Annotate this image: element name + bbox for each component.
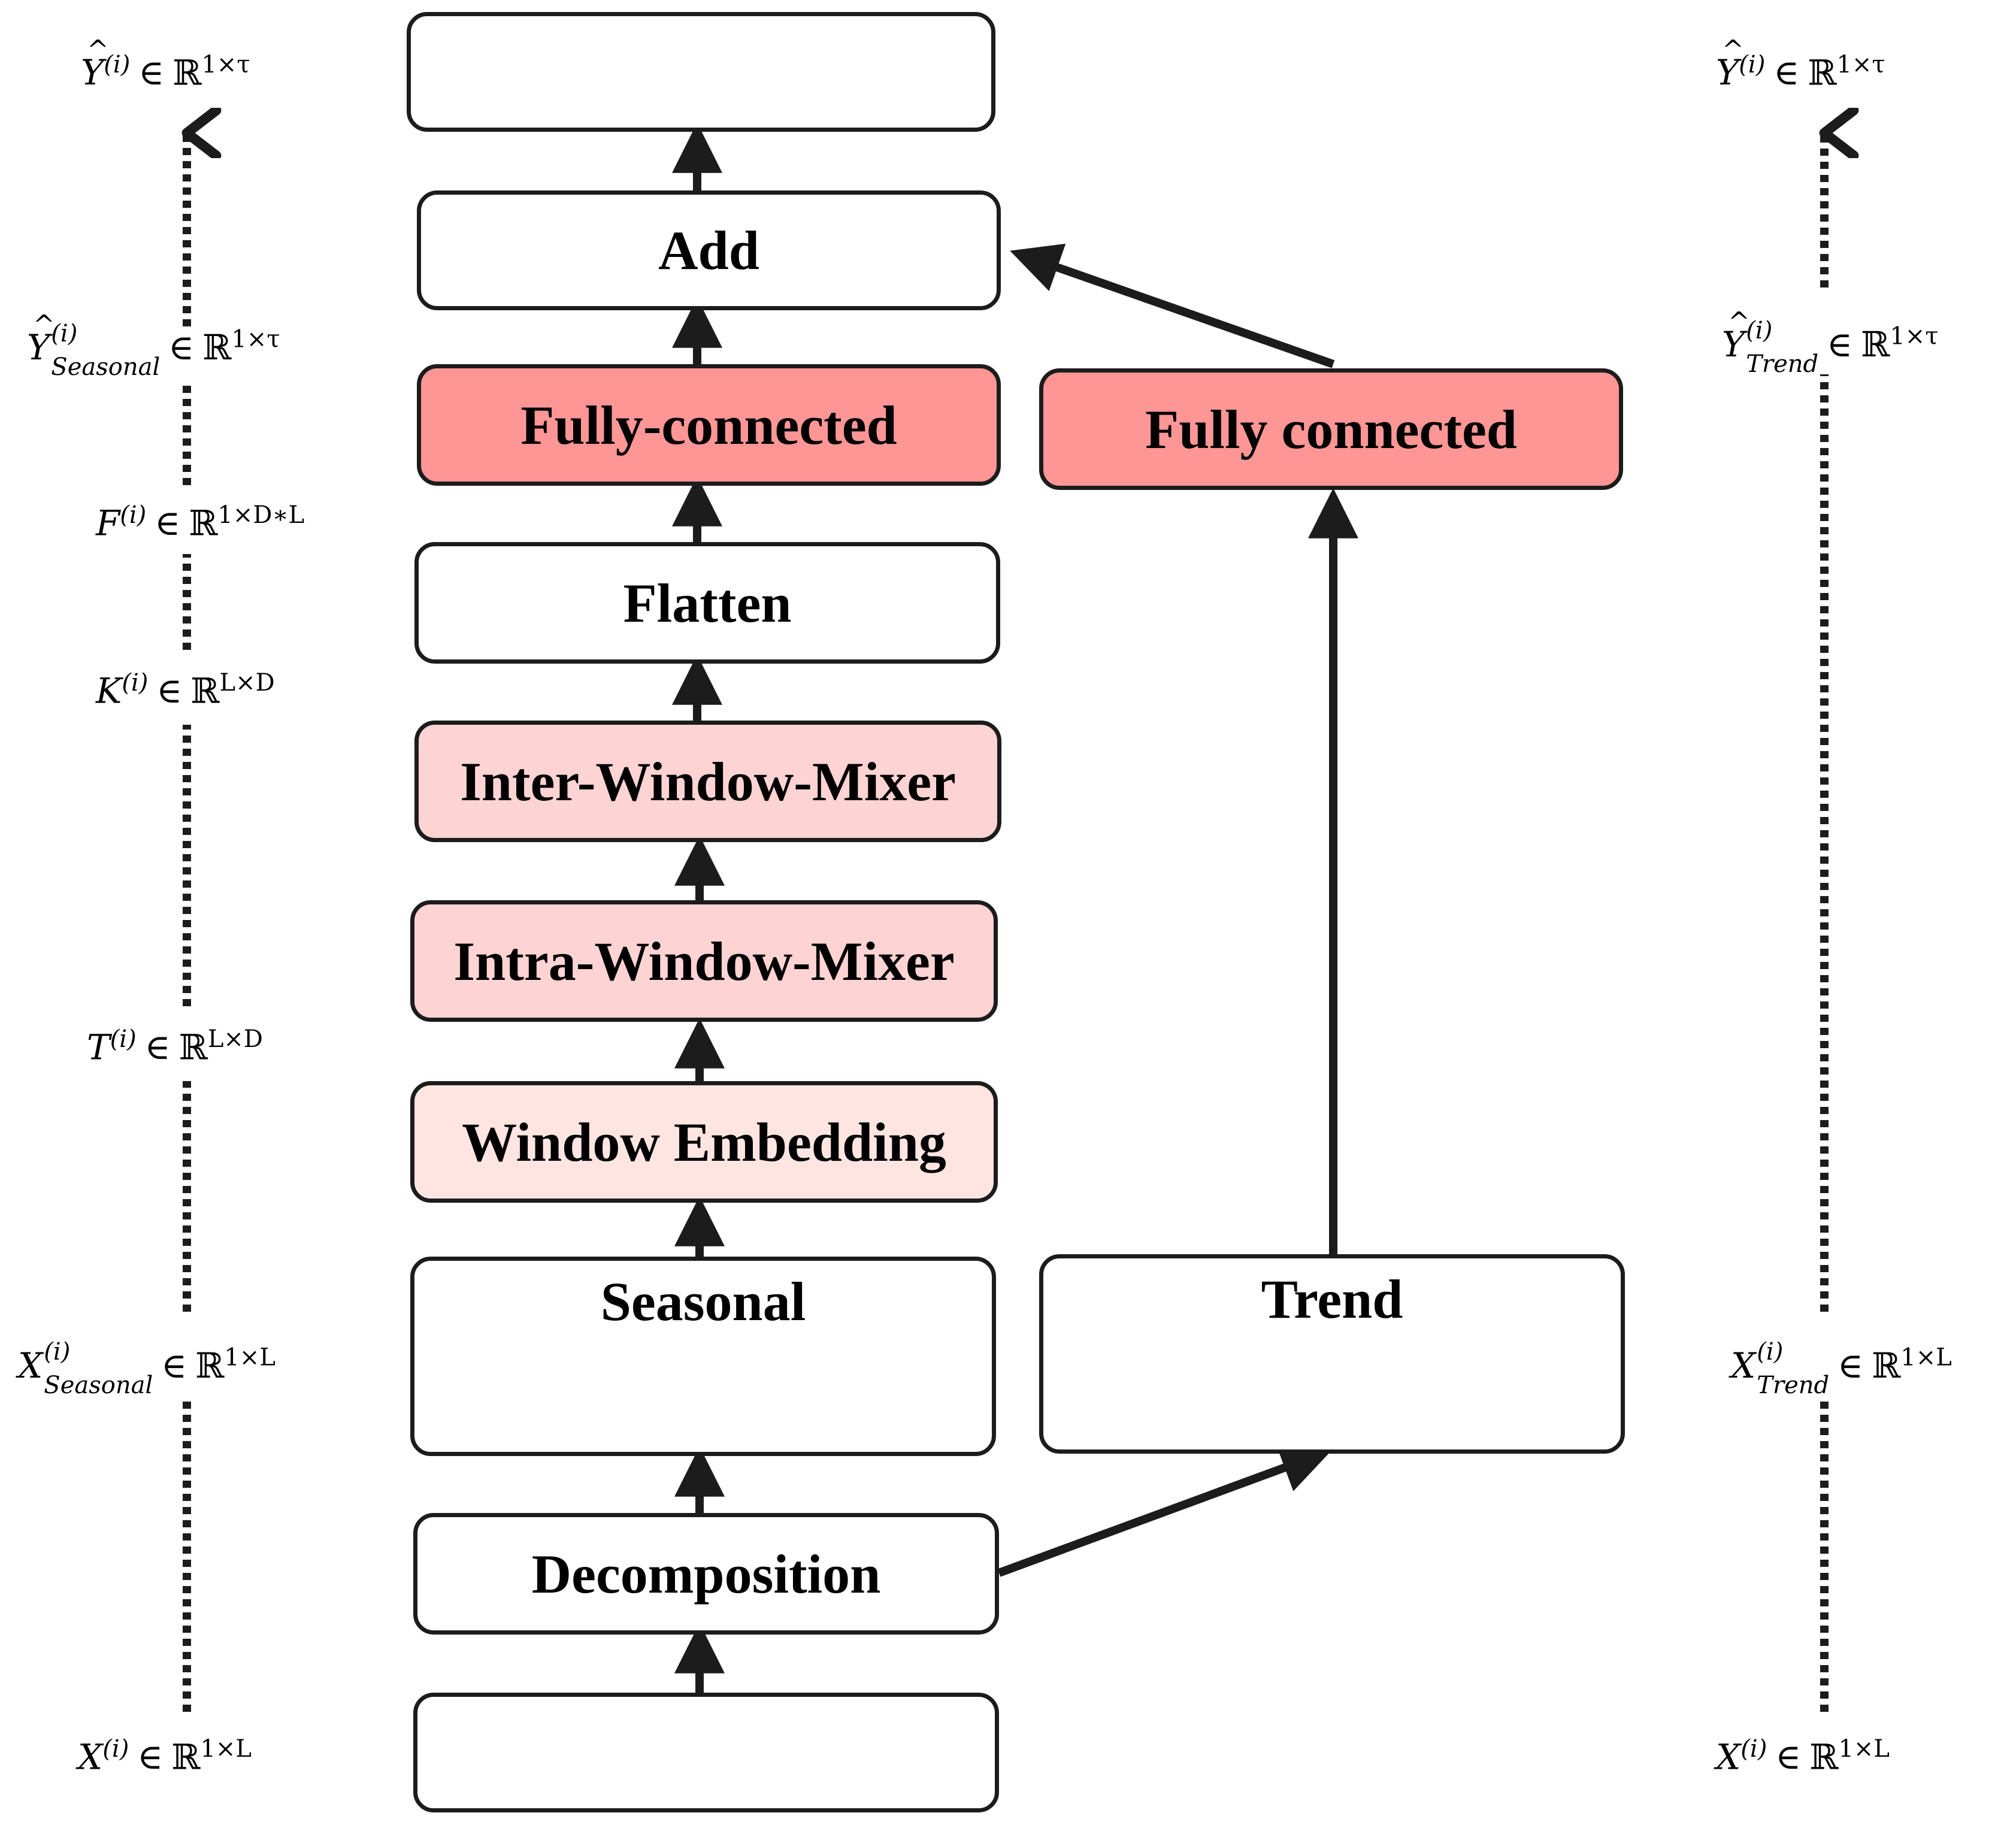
right-y-hat-rel: ∈ <box>1773 52 1800 93</box>
right-x-trend-var: X <box>1731 1345 1756 1387</box>
left-f-dims: 1×D∗L <box>217 501 305 529</box>
fully-connected-seasonal-box: Fully-connected <box>417 364 1001 486</box>
left-x-seasonal-dims: 1×L <box>224 1343 276 1372</box>
right-y-hat-trend-sup: (i) <box>1746 317 1773 344</box>
trend-label: Trend <box>1261 1269 1403 1330</box>
fully-connected-trend-label: Fully connected <box>1145 398 1517 460</box>
right-x-sup: (i) <box>1740 1735 1767 1763</box>
left-x-seasonal-dom: ℝ <box>195 1345 225 1387</box>
left-k-sup: (i) <box>122 669 149 697</box>
inter-window-mixer-label: Inter-Window-Mixer <box>460 750 956 812</box>
left-annotation-x-seasonal: X(i) Seasonal ∈ℝ1×L <box>18 1340 276 1397</box>
left-t-var: T <box>87 1027 110 1068</box>
arrow-fc-trend-to-add <box>1010 243 1335 368</box>
left-y-hat-rel: ∈ <box>138 52 165 93</box>
left-x-rel: ∈ <box>137 1736 164 1778</box>
left-y-hat-seasonal-rel: ∈ <box>168 327 195 368</box>
left-f-var: F <box>96 503 120 544</box>
right-annotation-y-hat: Y(i)∈ℝ1×τ <box>1716 37 1885 93</box>
arrow-decomposition-to-trend <box>997 1443 1332 1577</box>
left-annotation-x: X(i)∈ℝ1×L <box>78 1737 252 1774</box>
left-y-hat-seasonal-dom: ℝ <box>202 327 232 368</box>
output-series-box <box>407 12 995 132</box>
right-y-hat-trend-dims: 1×τ <box>1890 322 1939 350</box>
right-y-hat-trend-var: Y <box>1722 309 1750 362</box>
intra-window-mixer-box: Intra-Window-Mixer <box>410 900 998 1022</box>
intra-window-mixer-label: Intra-Window-Mixer <box>453 930 955 992</box>
left-y-hat-seasonal-sup: (i) <box>51 320 78 347</box>
input-series-box <box>413 1693 999 1812</box>
left-x-seasonal-sub: Seasonal <box>44 1372 153 1399</box>
flow-arrows <box>672 122 1358 1693</box>
inter-window-mixer-box: Inter-Window-Mixer <box>414 721 1001 842</box>
left-y-hat-seasonal-var: Y <box>27 312 55 365</box>
right-y-hat-dom: ℝ <box>1808 52 1837 93</box>
right-annotation-y-hat-trend: Y(i) Trend ∈ℝ1×τ <box>1722 309 1939 376</box>
left-annotation-y-hat-seasonal: Y(i) Seasonal∈ℝ1×τ <box>27 312 280 379</box>
window-embedding-box: Window Embedding <box>410 1081 998 1203</box>
fully-connected-trend-box: Fully connected <box>1039 368 1623 490</box>
left-f-rel: ∈ <box>155 503 181 544</box>
decomposition-box: Decomposition <box>413 1513 999 1635</box>
right-x-trend-sup: (i) <box>1757 1338 1784 1366</box>
right-x-var: X <box>1716 1736 1741 1778</box>
right-x-trend-sub: Trend <box>1757 1372 1830 1399</box>
left-annotation-k: K(i)∈ℝL×D <box>96 671 275 708</box>
right-x-trend-dims: 1×L <box>1900 1343 1952 1372</box>
left-k-dom: ℝ <box>190 670 220 712</box>
left-x-seasonal-var: X <box>18 1345 43 1387</box>
add-box: Add <box>417 190 1001 310</box>
left-annotation-y-hat: Y(i)∈ℝ1×τ <box>81 37 250 93</box>
left-t-dom: ℝ <box>178 1027 208 1068</box>
left-y-hat-var: Y <box>81 37 109 90</box>
window-embedding-label: Window Embedding <box>462 1111 946 1173</box>
left-x-sup: (i) <box>102 1735 129 1763</box>
left-x-dims: 1×L <box>200 1735 252 1763</box>
right-annotation-x-trend: X(i) Trend ∈ℝ1×L <box>1731 1340 1952 1397</box>
trend-box: Trend <box>1039 1254 1625 1454</box>
left-x-seasonal-rel: ∈ <box>161 1345 187 1387</box>
flatten-box: Flatten <box>414 542 1000 664</box>
flatten-label: Flatten <box>623 572 792 634</box>
left-k-var: K <box>96 670 122 712</box>
right-x-rel: ∈ <box>1775 1736 1802 1778</box>
right-y-hat-trend-rel: ∈ <box>1827 324 1853 365</box>
left-f-sup: (i) <box>120 501 147 529</box>
right-y-hat-var: Y <box>1716 37 1744 90</box>
left-y-hat-seasonal-dims: 1×τ <box>231 325 280 353</box>
left-t-dims: L×D <box>207 1025 263 1053</box>
left-f-dom: ℝ <box>189 503 218 544</box>
left-t-rel: ∈ <box>144 1027 171 1068</box>
add-label: Add <box>658 220 759 281</box>
right-x-trend-rel: ∈ <box>1838 1345 1864 1387</box>
left-k-rel: ∈ <box>156 670 183 712</box>
right-y-hat-dims: 1×τ <box>1836 51 1885 78</box>
left-annotation-t: T(i)∈ℝL×D <box>87 1027 263 1064</box>
left-y-hat-dom: ℝ <box>172 52 202 93</box>
seasonal-box: Seasonal <box>410 1257 996 1456</box>
left-annotation-f: F(i)∈ℝ1×D∗L <box>96 503 304 540</box>
right-y-hat-trend-dom: ℝ <box>1861 324 1890 365</box>
left-k-dims: L×D <box>219 669 275 697</box>
left-x-var: X <box>78 1736 103 1778</box>
left-t-sup: (i) <box>110 1025 137 1053</box>
left-y-hat-seasonal-sub: Seasonal <box>51 353 161 381</box>
left-x-dom: ℝ <box>171 1736 201 1778</box>
right-y-hat-trend-sub: Trend <box>1746 350 1819 378</box>
right-x-trend-dom: ℝ <box>1872 1345 1901 1387</box>
left-y-hat-dims: 1×τ <box>201 51 250 78</box>
right-annotation-x: X(i)∈ℝ1×L <box>1716 1737 1890 1774</box>
left-x-seasonal-sup: (i) <box>44 1338 71 1366</box>
fully-connected-seasonal-label: Fully-connected <box>520 394 897 456</box>
right-x-dims: 1×L <box>1838 1735 1890 1763</box>
right-x-dom: ℝ <box>1809 1736 1839 1778</box>
seasonal-label: Seasonal <box>600 1271 806 1332</box>
decomposition-label: Decomposition <box>531 1543 881 1605</box>
